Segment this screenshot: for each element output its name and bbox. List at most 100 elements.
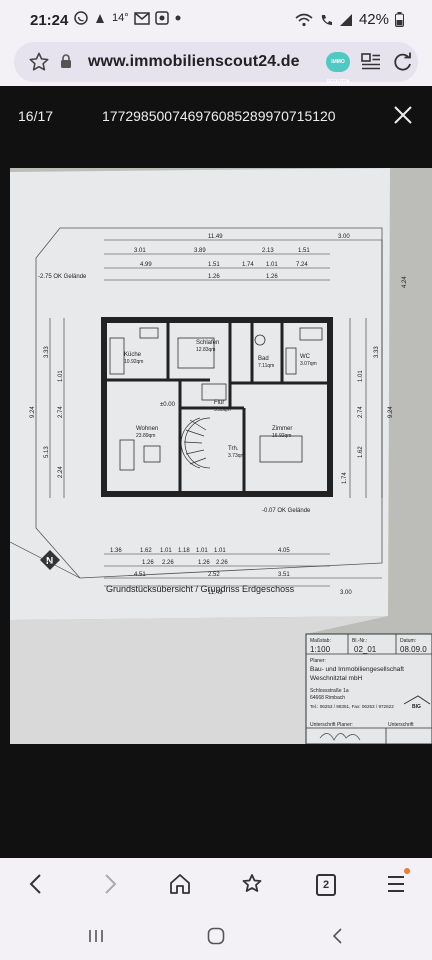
image-notification-icon <box>154 11 169 25</box>
bookmarks-icon[interactable] <box>240 872 264 896</box>
dim-top-6: 1.51 <box>298 248 310 254</box>
room-zimmer: Zimmer <box>272 426 292 432</box>
system-back-icon[interactable] <box>328 926 348 946</box>
image-viewer: 16/17 177298500746976085289970715120 <box>0 86 432 858</box>
room-wc: WC <box>300 354 311 360</box>
dim-bottom-1: 1.36 <box>110 548 122 554</box>
dim-top-4: 3.89 <box>194 248 206 254</box>
wifi-call-icon <box>321 14 332 25</box>
reader-mode-icon[interactable] <box>360 51 382 73</box>
tb-firm1: Bau- und Immobiliengesellschaft <box>310 666 404 673</box>
notification-icons: 14° <box>74 11 182 25</box>
menu-icon[interactable] <box>386 872 406 896</box>
browser-toolbar: www.immobilienscout24.de IMMO SCOUT24 <box>0 40 432 86</box>
dim-bottom-5: 1.01 <box>196 548 208 554</box>
dim-left-3: 3.33 <box>44 346 50 358</box>
dim-bottom-9: 2.26 <box>162 560 174 566</box>
dim-top-13: 1.26 <box>266 274 278 280</box>
signal-icon <box>339 13 352 26</box>
cleaner-icon <box>96 14 104 23</box>
dim-bottom-13: 2.52 <box>208 572 220 578</box>
dim-bottom-4: 1.18 <box>178 548 190 554</box>
dim-top-3: 3.01 <box>134 248 146 254</box>
tb-sig2-label: Unterschrift <box>388 722 414 728</box>
lock-icon[interactable] <box>60 54 72 69</box>
dim-top-11: 7.24 <box>296 262 308 268</box>
tb-firm2: Weschnitztal mbH <box>310 675 363 682</box>
room-trh: Trh. <box>228 446 239 452</box>
battery-icon <box>395 12 404 27</box>
tb-massstab-label: Maßstab: <box>310 638 331 644</box>
system-icons: 42% <box>295 11 404 28</box>
room-kueche-area: 10.92qm <box>124 359 143 365</box>
back-icon[interactable] <box>26 872 46 896</box>
dim-bottom-15: 11.49 <box>208 590 223 596</box>
tb-blnr-label: Bl.-Nr.: <box>352 638 367 644</box>
room-kueche: Küche <box>124 352 142 358</box>
room-flur-area: 5.33qm <box>214 407 231 413</box>
dim-top-5: 2.13 <box>262 248 274 254</box>
forward-icon[interactable] <box>100 872 120 896</box>
dim-bottom-8: 1.26 <box>142 560 154 566</box>
dim-bottom-6: 1.01 <box>214 548 226 554</box>
status-bar: 21:24 14° 42% <box>0 0 432 40</box>
tb-street: Schlossstraße 1a <box>310 688 349 694</box>
wifi-icon <box>295 13 313 26</box>
tabs-button[interactable]: 2 <box>316 874 336 896</box>
immoscout-extension-icon[interactable]: IMMO SCOUT24 <box>326 52 350 85</box>
dim-bottom-14: 3.51 <box>278 572 290 578</box>
tb-massstab: 1:100 <box>310 645 331 654</box>
menu-notification-dot <box>404 868 410 874</box>
bookmark-star-icon[interactable] <box>28 51 50 73</box>
tb-logo: BIG <box>412 704 421 710</box>
tb-blnr: 02_01 <box>354 645 377 654</box>
dim-right-6: 1.62 <box>358 446 364 458</box>
dim-left-2: 5.13 <box>44 446 50 458</box>
clock: 21:24 <box>30 12 69 29</box>
dim-left-1: 9.24 <box>30 406 36 418</box>
url-text[interactable]: www.immobilienscout24.de <box>88 53 300 70</box>
level-bottom: -0.07 OK Gelände <box>262 508 311 514</box>
dim-top-12: 1.26 <box>208 274 220 280</box>
room-wohnen: Wohnen <box>136 426 158 432</box>
tb-planer-label: Planer: <box>310 658 326 664</box>
dim-top-9: 1.74 <box>242 262 254 268</box>
tb-phone: Tel.: 06253 / 98351, Fax: 06253 / 972622 <box>310 704 394 709</box>
gmail-icon <box>133 11 150 25</box>
dim-top-right: 3.00 <box>338 234 350 240</box>
room-flur: Flur <box>214 400 224 406</box>
tb-datum-label: Datum: <box>400 638 416 644</box>
dim-top-overall: 11.49 <box>208 234 223 240</box>
dim-top-10: 1.01 <box>266 262 278 268</box>
svg-text:N: N <box>46 556 53 567</box>
address-bar[interactable]: www.immobilienscout24.de IMMO SCOUT24 <box>14 42 418 85</box>
home-icon[interactable] <box>168 872 192 896</box>
image-id: 177298500746976085289970715120 <box>102 108 336 124</box>
temperature: 14° <box>112 12 129 24</box>
dim-right-2: 4.24 <box>402 276 408 288</box>
browser-nav-bar: 2 <box>0 858 432 914</box>
dim-right-3: 3.33 <box>374 346 380 358</box>
room-wohnen-area: 23.89qm <box>136 433 155 439</box>
dim-bottom-10: 1.26 <box>198 560 210 566</box>
dim-right-4: 1.01 <box>358 370 364 382</box>
room-wc-area: 3.07qm <box>300 361 317 367</box>
dim-left-4: 2.74 <box>58 406 64 418</box>
dim-bottom-3: 1.01 <box>160 548 172 554</box>
whatsapp-icon <box>74 11 88 25</box>
battery-percent: 42% <box>358 11 389 28</box>
dim-bottom-11: 2.26 <box>216 560 228 566</box>
dim-bottom-12: 4.51 <box>134 572 146 578</box>
dim-top-7: 4.99 <box>140 262 152 268</box>
image-counter: 16/17 <box>18 108 54 124</box>
close-icon[interactable] <box>392 104 414 126</box>
dim-bottom-16: 3.00 <box>340 590 352 596</box>
tb-datum: 08.09.0 <box>400 645 427 654</box>
recents-icon[interactable] <box>86 926 106 946</box>
floorplan-photo[interactable]: N 11.49 3.00 3.01 3.89 2.13 1.51 4.9 <box>10 168 432 744</box>
room-schlafen: Schlafen <box>196 340 219 346</box>
home-button-icon[interactable] <box>206 926 226 946</box>
dim-bottom-2: 1.62 <box>140 548 152 554</box>
room-schlafen-area: 12.83qm <box>196 347 215 353</box>
reload-icon[interactable] <box>392 51 414 73</box>
